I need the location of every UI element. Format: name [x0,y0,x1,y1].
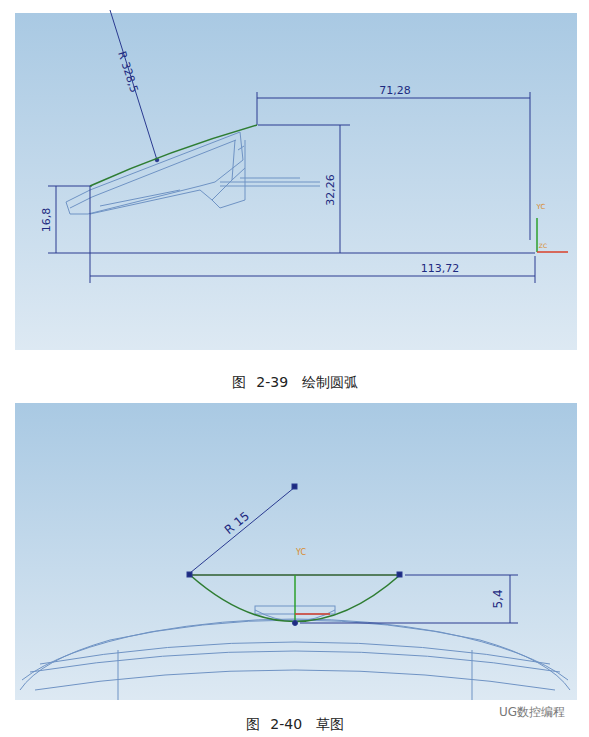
axis-label: YC [296,549,306,557]
wcs-axes [537,218,568,252]
dimension-text: 71,28 [379,85,411,96]
axis-label: YC [537,204,546,211]
dimension-text: 16,8 [41,208,52,233]
viewport [15,13,577,350]
figure-caption: 图 2-40 草图 [246,717,344,731]
axis-line [295,613,330,615]
dimension-text: 5,4 [492,589,504,608]
dimension-lines [48,10,535,283]
axis-label: ZC [539,243,547,249]
dimension-text: 32,26 [325,174,336,206]
viewport [15,403,577,700]
part-wireframe [66,132,320,214]
watermark: UG数控编程 [499,706,565,718]
part-wireframe [20,606,570,700]
sketch-arc [90,125,257,186]
axis-line [294,575,296,623]
figure-caption: 图 2-39 绘制圆弧 [232,375,358,389]
dimension-text: 113,72 [421,263,460,274]
dimension-lines [187,484,518,626]
